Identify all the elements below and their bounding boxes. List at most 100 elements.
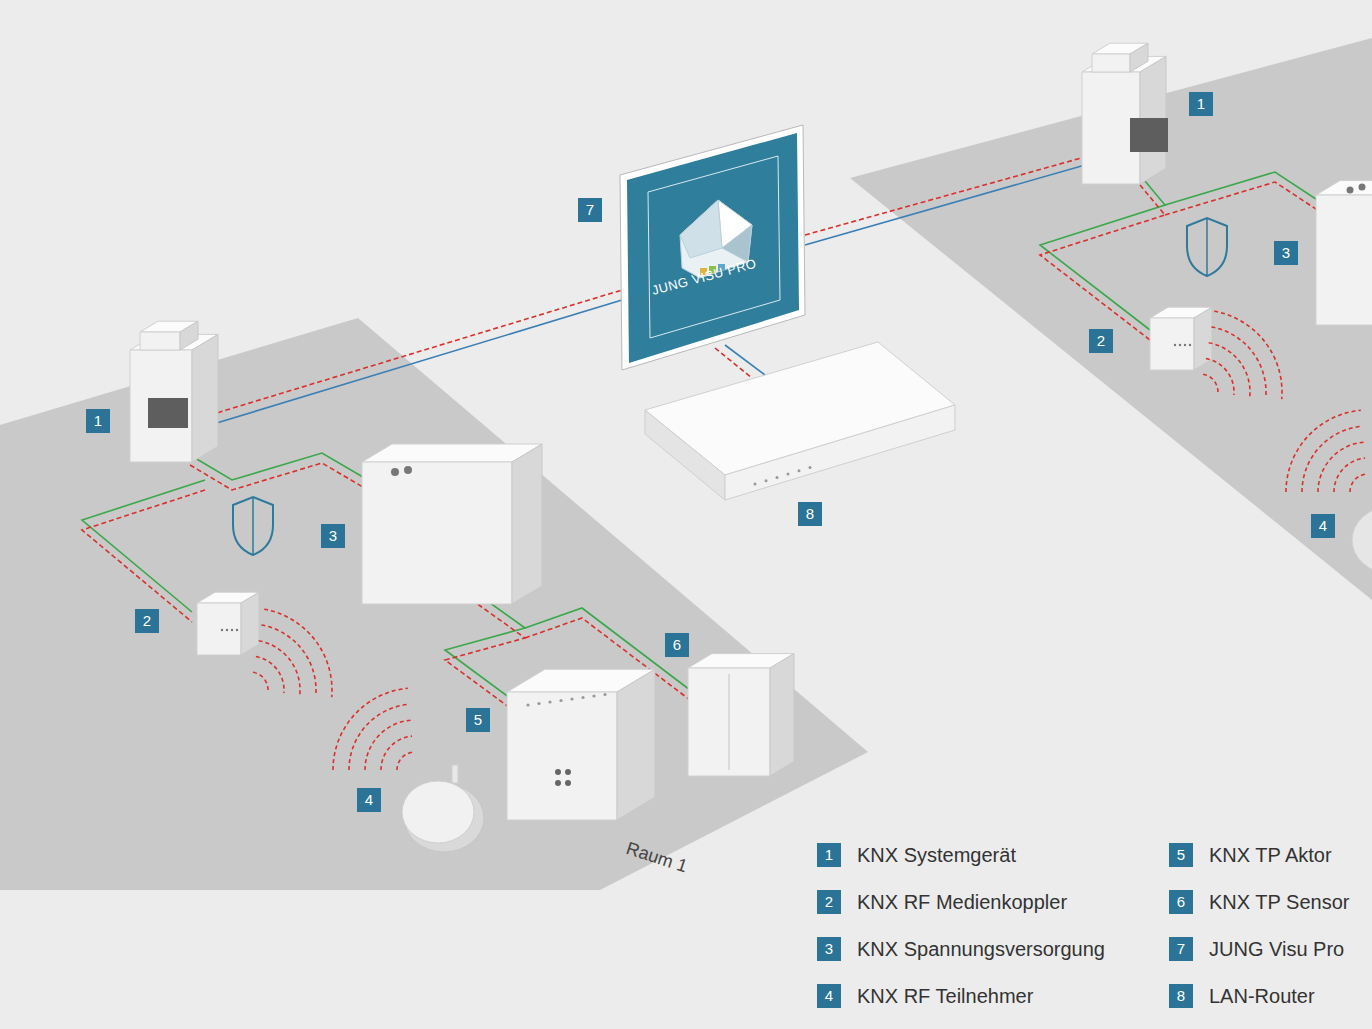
legend-number: 7 [1177, 940, 1185, 957]
legend-text: KNX TP Aktor [1209, 843, 1332, 867]
crystal-facet [680, 200, 722, 258]
radio-wave [1211, 327, 1266, 398]
power-supply [362, 444, 542, 604]
box-front [507, 692, 617, 820]
radio-wave [1203, 374, 1218, 393]
rocker-split [729, 674, 730, 770]
legend-entry: 8LAN-Router [1169, 984, 1372, 1010]
box-front [362, 462, 512, 604]
callout-number: 1 [1189, 92, 1213, 116]
device-dot [765, 479, 768, 482]
legend-entry: 7 JUNG Visu Pro [1169, 937, 1372, 963]
radio-wave [1209, 343, 1250, 397]
box-front [197, 603, 241, 655]
box-side [617, 669, 655, 820]
radio-waves [1286, 410, 1366, 492]
legend-swatch: 3 [817, 937, 841, 961]
legend-text: KNX RF Teilnehmer [857, 984, 1033, 1008]
radio-waves [253, 609, 332, 697]
visu-screen: JUNG VISU PRO [618, 123, 808, 373]
screen-face [627, 133, 799, 363]
legend-swatch: 5 [1169, 843, 1193, 867]
device-step [140, 321, 198, 350]
screen-shape [618, 123, 808, 373]
box-front [688, 668, 770, 776]
device-dot [236, 629, 238, 631]
radio-waves [1203, 311, 1282, 399]
device-dot [570, 697, 573, 700]
legend-number: 1 [825, 846, 833, 863]
shield-midline [1206, 218, 1208, 276]
legend-text: KNX RF Medienkoppler [857, 890, 1067, 914]
power-supply [1316, 181, 1372, 325]
callout-number: 3 [321, 524, 345, 548]
legend-swatch: 6 [1169, 890, 1193, 914]
box-side [180, 321, 198, 350]
legend-entry: 6KNX TP Sensor [1169, 890, 1372, 916]
radio-wave [256, 657, 284, 693]
box-side [770, 654, 794, 776]
box-front [1092, 54, 1130, 72]
box-side [241, 592, 259, 655]
red-wire [210, 290, 622, 415]
radio-wave [333, 688, 408, 770]
device-dot [603, 693, 606, 696]
router-front [645, 410, 725, 500]
legend-number: 6 [1177, 893, 1185, 910]
device-dot [1184, 344, 1186, 346]
box-front [1150, 318, 1194, 370]
radio-wave [1302, 426, 1362, 492]
box-top [1316, 181, 1372, 195]
callout-number: 8 [798, 502, 822, 526]
device-dot [537, 702, 540, 705]
legend-text: JUNG Visu Pro [1209, 937, 1344, 961]
device-dot [776, 476, 779, 479]
radio-wave [1214, 311, 1282, 399]
device-display [1130, 118, 1168, 152]
legend-number: 4 [825, 987, 833, 1004]
red-wire [190, 463, 368, 490]
system-device [1082, 56, 1168, 184]
legend-swatch: 4 [817, 984, 841, 1008]
legend-entry: 3KNX Spannungsversorgung [817, 937, 1157, 963]
rf-device [402, 765, 484, 852]
device-dot [391, 468, 399, 476]
tp-actuator [507, 669, 655, 820]
green-wire [1040, 175, 1165, 330]
device-dot [592, 694, 595, 697]
device-dot [555, 780, 561, 786]
device-dot [1359, 184, 1366, 191]
red-wire [715, 348, 752, 378]
callout-number: 2 [135, 609, 159, 633]
device-dot [221, 629, 223, 631]
shield-outline [233, 497, 273, 555]
rf-media-coupler [197, 592, 259, 655]
device-dot [798, 469, 801, 472]
device-dot [1189, 344, 1191, 346]
rf-device-face [1352, 506, 1372, 574]
red-wire [1040, 185, 1165, 340]
shield-midline [252, 497, 254, 555]
device-dot [548, 700, 551, 703]
device-display [148, 398, 188, 428]
legend-entry: 5 KNX TP Aktor [1169, 843, 1372, 869]
legend-swatch: 7 [1169, 937, 1193, 961]
device-dot [1347, 187, 1354, 194]
device-dot [1179, 344, 1181, 346]
device-dot [404, 466, 412, 474]
radio-wave [264, 609, 332, 697]
box-side [192, 334, 218, 462]
radio-wave [1318, 442, 1364, 492]
callout-number: 5 [466, 708, 490, 732]
box-side [512, 444, 542, 604]
device-dot [526, 703, 529, 706]
legend-number: 5 [1177, 846, 1185, 863]
radio-wave [253, 672, 268, 691]
box-front [140, 332, 180, 350]
device-step [1092, 43, 1148, 72]
lan-router [645, 342, 955, 500]
radio-wave [397, 752, 413, 770]
radio-wave [259, 641, 300, 695]
